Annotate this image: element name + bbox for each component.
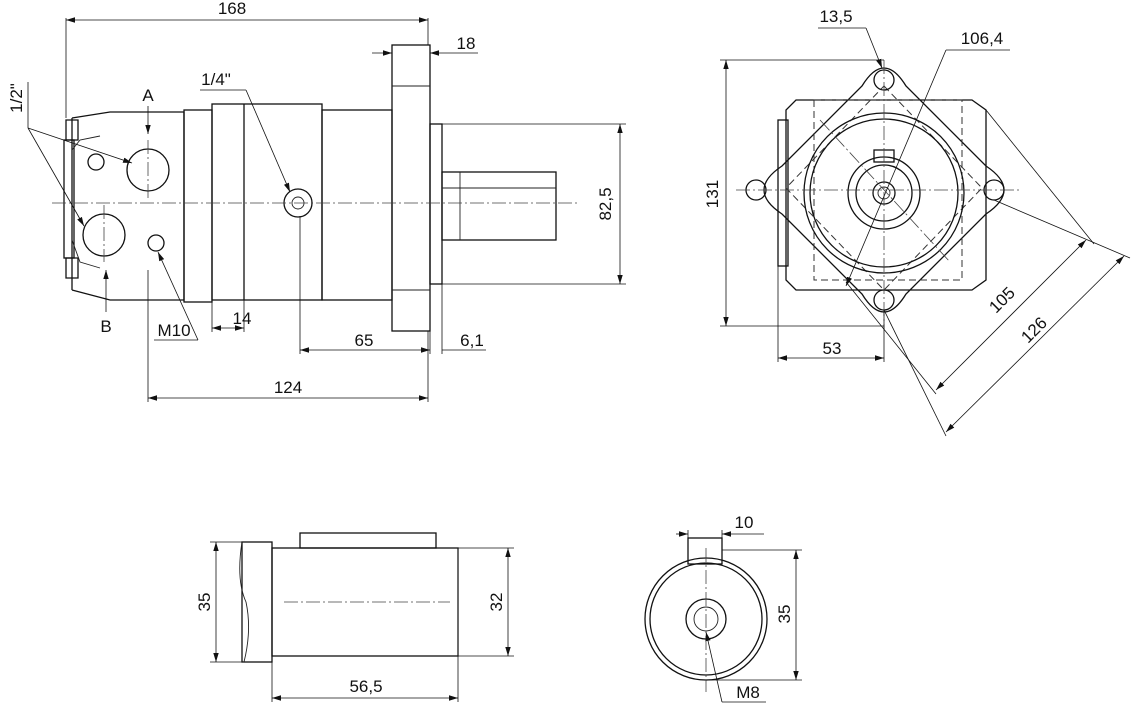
label-port-thread-main: 1/2" [7,83,26,113]
dim-key-width: 10 [735,513,754,532]
side-view: 168 18 1/2" A B 1/4" M10 14 65 [7,0,626,402]
dim-shaft-step: 6,1 [460,331,484,350]
dim-overall-length: 168 [218,0,246,18]
dim-end-diameter: 35 [775,605,794,624]
front-view: 13,5 106,4 131 53 105 126 [703,7,1131,437]
label-mount-thread: M10 [157,321,190,340]
dim-shaft-length-view: 56,5 [349,677,382,696]
dim-body-length: 124 [274,378,302,397]
shaft-view: 35 32 56,5 [195,532,514,702]
dim-band-width: 14 [233,309,252,328]
shaft-end-view: 10 35 M8 [644,513,802,703]
dim-shaft-outer-diameter: 35 [195,593,214,612]
dim-shaft-inner-diameter: 32 [487,593,506,612]
dim-offset: 53 [823,339,842,358]
label-center-thread: M8 [736,683,760,702]
dim-flange-thickness: 18 [457,34,476,53]
dim-pilot-diameter: 82,5 [596,187,615,220]
dim-diag-outer: 126 [1017,313,1050,346]
label-drain-port: 1/4" [201,70,231,89]
dim-height: 131 [703,180,722,208]
label-port-b: B [100,317,111,336]
dim-shaft-length: 65 [355,331,374,350]
dim-hole-diameter: 13,5 [819,7,852,26]
label-port-a: A [142,86,154,105]
dim-bolt-circle: 106,4 [961,29,1004,48]
